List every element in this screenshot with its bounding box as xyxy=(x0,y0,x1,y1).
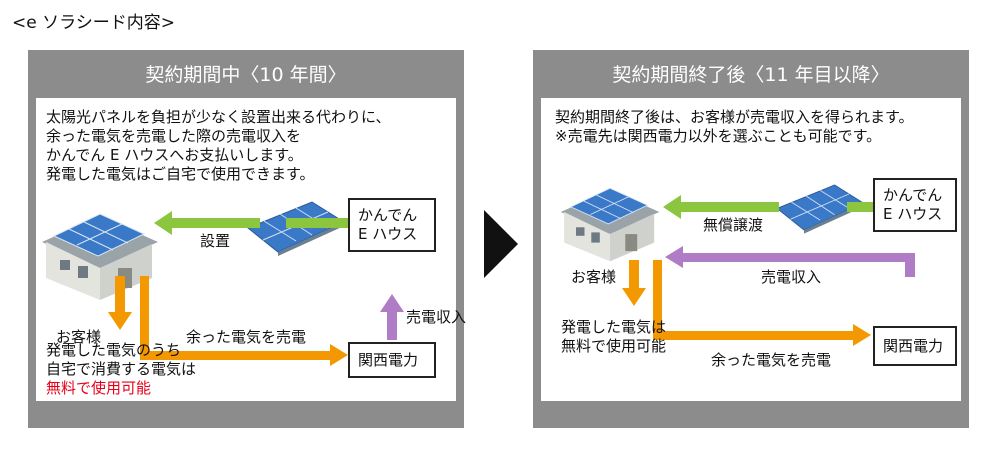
surplus-sale-label: 余った電気を売電 xyxy=(711,351,832,369)
description-line: 契約期間終了後は、お客様が売電収入を得られます。 xyxy=(555,108,914,126)
panel-body: 契約期間終了後は、お客様が売電収入を得られます。 ※売電先は関西電力以外を選ぶこ… xyxy=(541,98,961,401)
kanden-ehouse-box: かんでん E ハウス xyxy=(873,178,957,232)
panel-description: 契約期間終了後は、お客様が売電収入を得られます。 ※売電先は関西電力以外を選ぶこ… xyxy=(555,108,914,146)
install-arrow xyxy=(154,211,260,235)
contract-period-panel: 契約期間中〈10 年間〉 太陽光パネルを負担が少なく設置出来る代わりに、 余った… xyxy=(28,50,466,428)
description-line: 余った電気を売電した際の売電収入を xyxy=(46,127,302,145)
box-line: 関西電力 xyxy=(883,336,944,355)
install-label: 設置 xyxy=(200,232,231,250)
page-heading: <e ソラシード内容> xyxy=(12,13,176,33)
surplus-sale-arrow xyxy=(140,276,348,366)
description-line: かんでん E ハウスへお支払いします。 xyxy=(46,146,303,164)
customer-label: お客様 xyxy=(571,268,617,286)
box-line: E ハウス xyxy=(358,225,418,243)
surplus-sale-label: 余った電気を売電 xyxy=(186,328,307,346)
usage-note-highlight: 無料で使用可能 xyxy=(46,379,152,397)
kansai-electric-box: 関西電力 xyxy=(348,342,436,378)
flow-diagram xyxy=(42,201,404,366)
panel-title: 契約期間中〈10 年間〉 xyxy=(145,64,347,86)
box-line: かんでん xyxy=(358,206,418,224)
transfer-arrow-tail xyxy=(847,202,877,212)
income-arrow xyxy=(380,294,404,340)
customer-label: お客様 xyxy=(56,328,102,346)
panel-body: 太陽光パネルを負担が少なく設置出来る代わりに、 余った電気を売電した際の売電収入… xyxy=(36,98,466,401)
house-icon xyxy=(42,213,158,300)
box-line: 関西電力 xyxy=(358,350,419,369)
usage-note-line: 発電した電気は xyxy=(561,318,667,336)
transfer-label: 無償譲渡 xyxy=(703,216,764,234)
usage-note-line: 無料で使用可能 xyxy=(561,337,667,355)
income-arrow xyxy=(665,246,915,277)
usage-note-line: 自宅で消費する電気は xyxy=(46,360,197,378)
usage-note-line: 発電した電気のうち xyxy=(46,341,182,359)
description-line: 発電した電気はご自宅で使用できます。 xyxy=(46,165,315,183)
post-contract-panel: 契約期間終了後〈11 年目以降〉 契約期間終了後は、お客様が売電収入を得られます… xyxy=(533,50,969,428)
income-label: 売電収入 xyxy=(761,268,822,286)
install-arrow-tail xyxy=(286,218,348,228)
description-line: ※売電先は関西電力以外を選ぶことも可能です。 xyxy=(555,127,882,145)
box-line: E ハウス xyxy=(883,205,943,223)
solar-panel-icon xyxy=(247,201,346,256)
description-line: 太陽光パネルを負担が少なく設置出来る代わりに、 xyxy=(46,108,391,126)
usage-note: . 発電した電気のうち 自宅で消費する電気は 無料で使用可能 xyxy=(46,322,196,398)
panel-title: 契約期間終了後〈11 年目以降〉 xyxy=(612,64,890,86)
flow-diagram xyxy=(560,184,915,346)
self-use-arrow xyxy=(622,260,646,306)
income-label: 売電収入 xyxy=(406,308,467,326)
next-step-arrow-icon xyxy=(484,210,518,278)
usage-note: 発電した電気は 無料で使用可能 xyxy=(561,318,666,356)
kansai-electric-box: 関西電力 xyxy=(873,326,957,366)
house-icon xyxy=(560,187,660,262)
surplus-sale-arrow xyxy=(653,260,871,346)
self-use-arrow xyxy=(108,276,132,330)
kanden-ehouse-box: かんでん E ハウス xyxy=(348,198,436,252)
transfer-arrow xyxy=(663,195,779,219)
box-line: かんでん xyxy=(883,186,943,204)
panel-description: 太陽光パネルを負担が少なく設置出来る代わりに、 余った電気を売電した際の売電収入… xyxy=(46,108,391,184)
